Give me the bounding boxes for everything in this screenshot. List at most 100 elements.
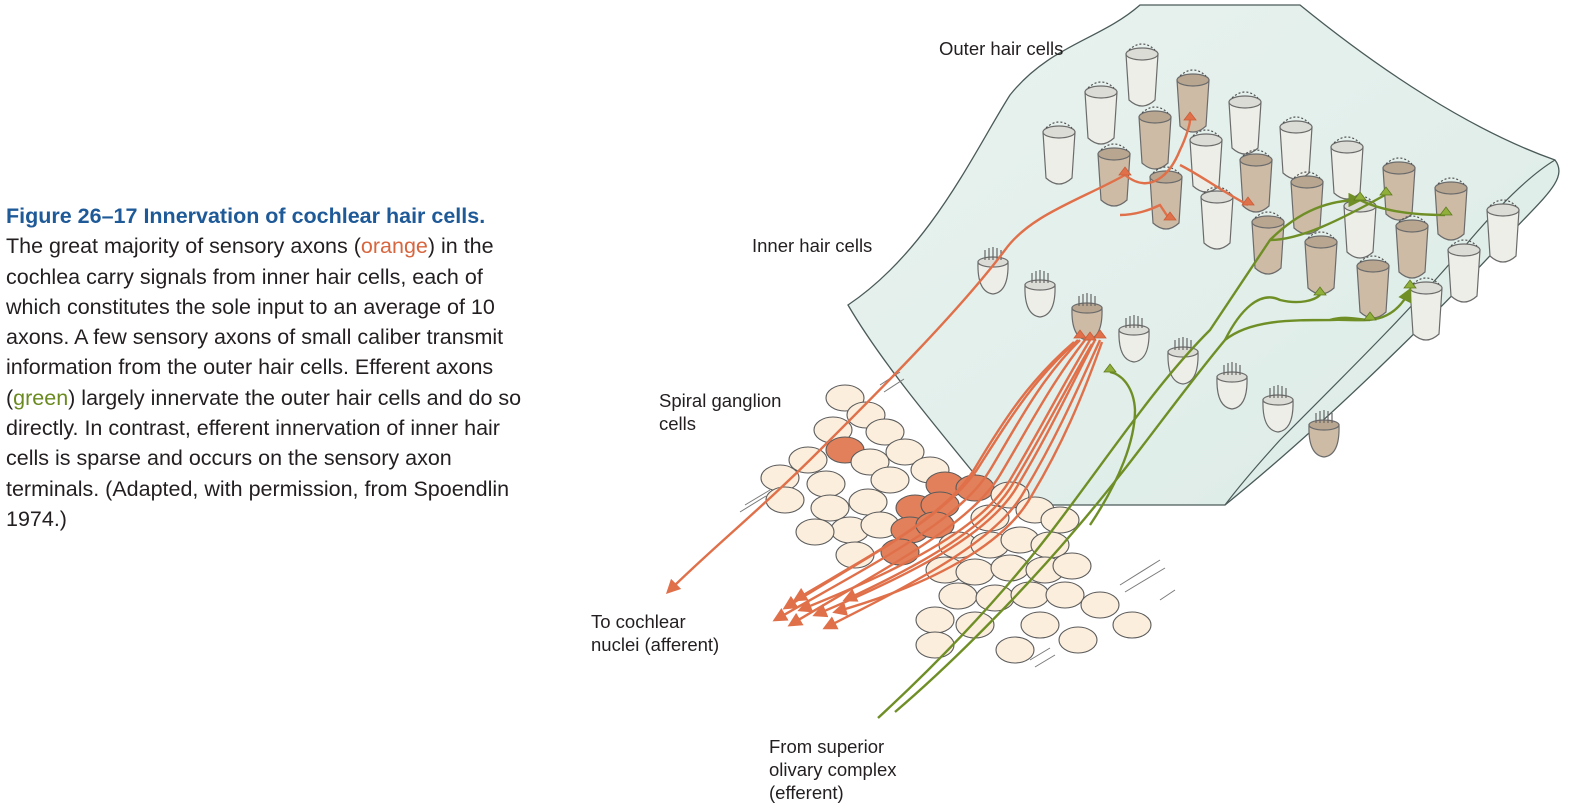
- spiral-ganglion-cells: [739, 371, 1176, 668]
- inner-hair-cell: [1262, 385, 1294, 433]
- label-from-superior-line2: olivary complex: [769, 759, 897, 780]
- label-from-superior-line3: (efferent): [769, 782, 844, 803]
- afferent-fibers: [665, 119, 1249, 630]
- ganglion-cell: [915, 631, 955, 659]
- efferent-terminal: [1439, 206, 1453, 216]
- outer-hair-cell: [1290, 171, 1324, 235]
- afferent-fiber-1: [772, 339, 1081, 622]
- caption-green-word: green: [13, 385, 69, 410]
- efferent-fiber-iht: [1089, 370, 1137, 526]
- afferent-fiber-2: [787, 339, 1086, 627]
- inner-hair-cell: [1167, 337, 1199, 385]
- outer-hair-cell: [1434, 177, 1468, 241]
- label-spiral-ganglion: Spiral ganglion cells: [659, 389, 781, 435]
- afferent-terminal: [1083, 331, 1097, 341]
- outer-hair-cell: [1176, 69, 1210, 133]
- caption-text-2: ) in the cochlea carry signals from inne…: [6, 234, 504, 410]
- figure-caption: Figure 26–17 Innervation of cochlear hai…: [6, 201, 526, 534]
- ganglion-cell: [1112, 611, 1152, 639]
- outer-hair-cell: [1447, 239, 1481, 303]
- label-to-cochlear-nuclei: To cochlear nuclei (afferent): [591, 610, 719, 656]
- ganglion-cell: [850, 448, 890, 476]
- efferent-branch-3: [1223, 294, 1321, 341]
- figure-number: Figure 26–17: [6, 204, 138, 228]
- ganglion-cell: [765, 486, 805, 514]
- ganglion-cell: [795, 518, 835, 546]
- figure-title: Innervation of cochlear hair cells.: [143, 204, 486, 228]
- outer-hair-cell: [1382, 157, 1416, 221]
- ganglion-cell: [915, 606, 955, 634]
- outer-hair-cell: [1125, 43, 1159, 107]
- outer-hair-cell: [1486, 199, 1520, 263]
- efferent-branch-1: [1269, 193, 1386, 242]
- inner-hair-cell: [1308, 410, 1340, 458]
- afferent-fiber-7: [832, 341, 1104, 616]
- efferent-terminal: [1403, 279, 1417, 289]
- efferent-branch-2: [1359, 198, 1446, 217]
- inner-hair-cell: [977, 247, 1009, 295]
- inner-hair-cells: [977, 247, 1340, 458]
- efferent-terminal: [1103, 363, 1117, 373]
- label-to-cochlear-line2: nuclei (afferent): [591, 634, 720, 655]
- ganglion-cell: [938, 582, 978, 610]
- outer-hair-cell: [1042, 121, 1076, 185]
- afferent-terminal: [1183, 111, 1197, 121]
- outer-hair-cell: [1356, 255, 1390, 319]
- ganglion-cell: [1045, 581, 1085, 609]
- afferent-fiber-3: [797, 339, 1092, 613]
- outer-hair-cell: [1189, 129, 1223, 193]
- caption-text-1: The great majority of sensory axons (: [6, 234, 361, 259]
- afferent-terminals: [1073, 111, 1255, 341]
- ganglion-cell: [1020, 611, 1060, 639]
- outer-hair-cells: [1042, 43, 1520, 341]
- ganglion-cell: [865, 418, 905, 446]
- label-to-cochlear-line1: To cochlear: [591, 611, 686, 632]
- inner-hair-cell-innervated: [1071, 293, 1103, 341]
- outer-hair-cell: [1279, 116, 1313, 180]
- afferent-fiber-ohc-branch-3: [1119, 203, 1171, 221]
- afferent-fiber-4: [812, 339, 1097, 618]
- afferent-fiber-8: [792, 341, 1075, 602]
- efferent-terminal: [1379, 186, 1393, 196]
- ganglion-cell: [1080, 591, 1120, 619]
- ganglion-cell: [1058, 626, 1098, 654]
- label-from-superior-line1: From superior: [769, 736, 885, 757]
- afferent-terminal: [1093, 329, 1107, 339]
- outer-hair-cell: [1200, 186, 1234, 250]
- ganglion-cell: [885, 438, 925, 466]
- afferent-terminal: [1163, 211, 1177, 221]
- afferent-terminal: [1241, 196, 1255, 206]
- afferent-terminal: [1118, 166, 1132, 176]
- ganglion-cell: [848, 488, 888, 516]
- ganglion-cell: [1052, 552, 1092, 580]
- outer-hair-cell: [1228, 91, 1262, 155]
- label-spiral-ganglion-line1: Spiral ganglion: [659, 390, 782, 411]
- ganglion-cell: [806, 470, 846, 498]
- outer-hair-cell: [1409, 277, 1443, 341]
- outer-hair-cell: [1330, 136, 1364, 200]
- inner-hair-cell: [1024, 270, 1056, 318]
- ganglion-cell: [995, 636, 1035, 664]
- afferent-terminal: [1073, 329, 1087, 339]
- afferent-fiber-9: [842, 343, 1094, 602]
- outer-hair-cell: [1304, 231, 1338, 295]
- outer-hair-cell: [1084, 81, 1118, 145]
- efferent-terminal: [1313, 286, 1327, 296]
- label-spiral-ganglion-line2: cells: [659, 413, 697, 434]
- efferent-terminals: [1103, 186, 1453, 373]
- ganglion-cell: [810, 494, 850, 522]
- membrane-fold-edge: [1224, 159, 1556, 506]
- efferent-fiber-2: [894, 287, 1412, 713]
- label-from-superior-olivary: From superior olivary complex (efferent): [769, 735, 897, 804]
- afferent-fiber-ohc-branch-2: [1179, 163, 1249, 207]
- label-inner-hair-cells: Inner hair cells: [752, 235, 873, 256]
- inner-hair-cell: [1118, 315, 1150, 363]
- afferent-fiber-ohc-branch-1: [1124, 119, 1192, 185]
- afferent-fiber-outer: [665, 173, 1126, 595]
- efferent-fiber-1: [877, 192, 1363, 719]
- efferent-terminal: [1363, 311, 1377, 321]
- efferent-terminal: [1353, 191, 1367, 201]
- outer-hair-cell: [1138, 106, 1172, 170]
- caption-text-3: ) largely innervate the outer hair cells…: [6, 385, 522, 531]
- efferent-fibers: [877, 192, 1446, 719]
